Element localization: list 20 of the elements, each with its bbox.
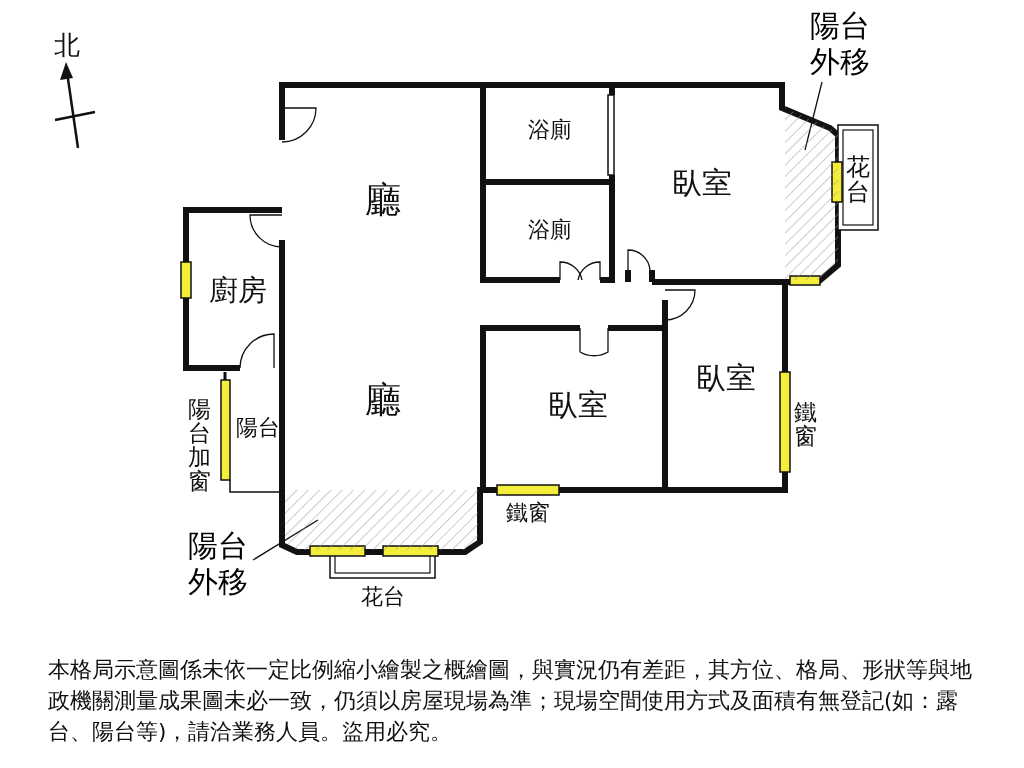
planter-label: 花台 xyxy=(845,154,871,206)
window-label: 鐵窗 xyxy=(506,501,550,525)
room-label: 臥室 xyxy=(548,389,608,421)
room-label: 廳 xyxy=(365,181,401,219)
room-label: 廳 xyxy=(365,381,401,419)
room-label: 浴廁 xyxy=(528,118,572,142)
room-label: 陽台 xyxy=(236,416,280,440)
planter-label: 花台 xyxy=(361,585,405,609)
disclaimer-text: 本格局示意圖係未依一定比例縮小繪製之概繪圖，與實況仍有差距，其方位、格局、形狀等與地政機關測量成果圖未必一致，仍須以房屋現場為準；現場空間使用方式及面積有無登記(如：露台、陽台等)，請洽業務人員。盜用必究。 xyxy=(48,656,973,746)
room-label: 浴廁 xyxy=(528,218,572,242)
callout-text: 陽台外移 xyxy=(805,8,875,82)
hatched-area xyxy=(285,490,478,550)
balcony-label: 陽台加窗 xyxy=(187,396,213,494)
room-label: 臥室 xyxy=(696,362,756,394)
hatched-area xyxy=(785,108,838,283)
room-label: 臥室 xyxy=(672,167,732,199)
callout-text: 陽台外移 xyxy=(183,528,253,602)
window-label: 鐵窗 xyxy=(793,399,819,449)
compass-label: 北 xyxy=(54,32,80,60)
room-label: 廚房 xyxy=(209,274,267,306)
